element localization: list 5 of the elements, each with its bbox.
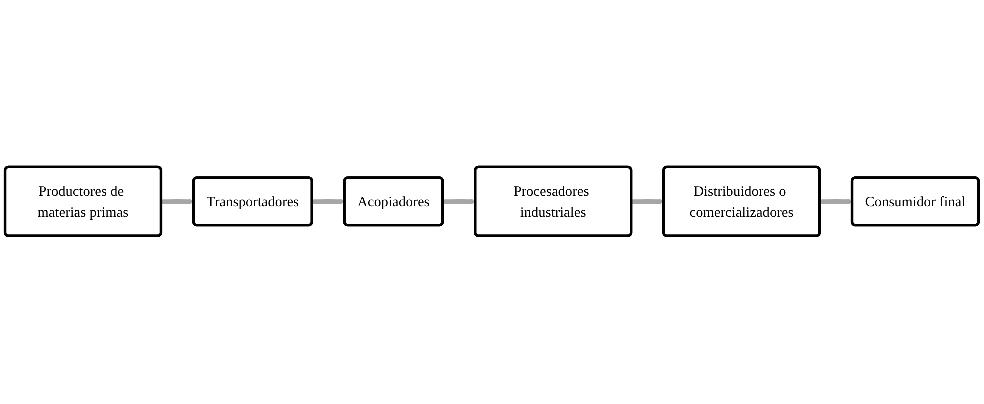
- arrow: [443, 199, 476, 206]
- arrow: [820, 199, 853, 206]
- arrow: [632, 199, 664, 206]
- arrow: [312, 199, 346, 206]
- arrow: [162, 199, 194, 206]
